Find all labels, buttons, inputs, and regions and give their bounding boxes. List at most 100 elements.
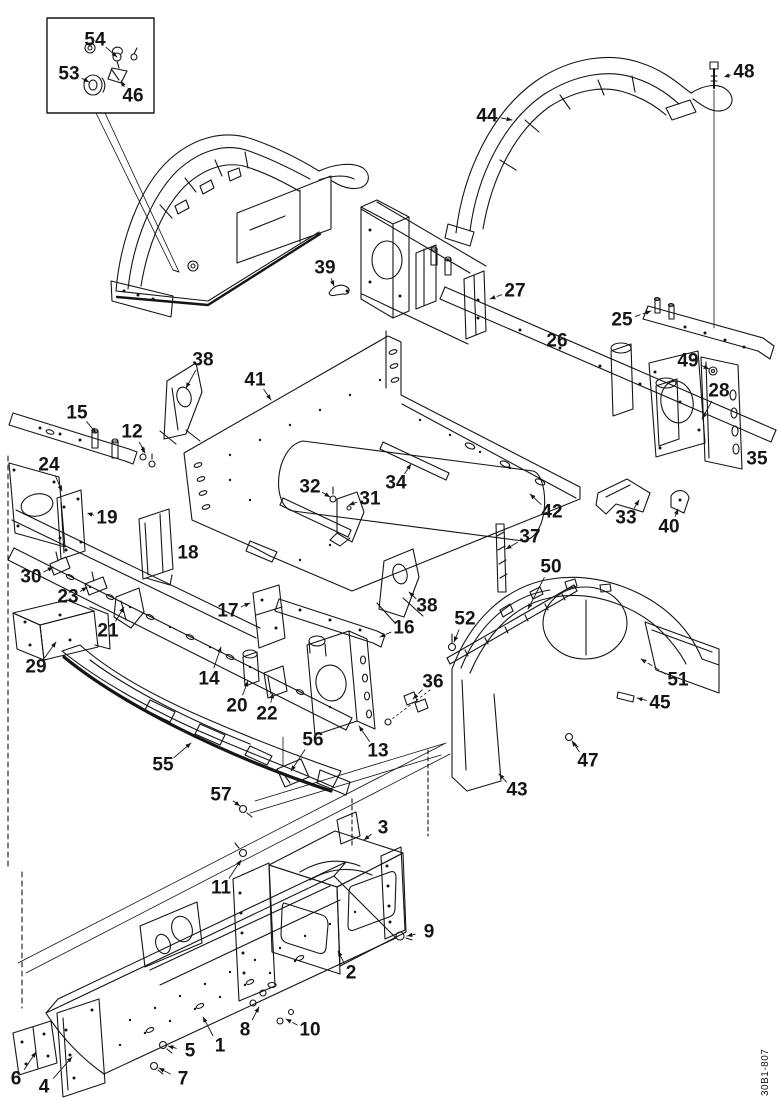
callout-number-27: 27 xyxy=(504,281,525,302)
callout-22: 22 xyxy=(256,692,278,725)
callout-number-42: 42 xyxy=(541,502,562,523)
callout-6: 6 xyxy=(11,1051,37,1090)
part-bolt-47 xyxy=(564,732,574,742)
part-block-20 xyxy=(242,649,260,687)
part-clip-40 xyxy=(670,490,690,514)
part-bolt-5 xyxy=(158,1040,173,1054)
leader-line-50 xyxy=(527,577,545,610)
callout-number-46: 46 xyxy=(122,86,143,107)
callout-number-50: 50 xyxy=(540,557,561,578)
leader-line-48 xyxy=(723,73,731,78)
callout-51: 51 xyxy=(640,658,689,691)
callout-29: 29 xyxy=(25,641,57,678)
callout-number-4: 4 xyxy=(39,1077,50,1098)
part-bolts-10 xyxy=(276,1017,284,1025)
callout-number-17: 17 xyxy=(217,601,238,622)
part-clip-23 xyxy=(84,576,108,596)
callout-23: 23 xyxy=(57,587,88,608)
callout-number-29: 29 xyxy=(25,657,46,678)
leader-line-12 xyxy=(138,441,146,454)
callout-number-11: 11 xyxy=(211,878,232,899)
leader-line-10 xyxy=(285,1018,298,1026)
callout-13: 13 xyxy=(358,725,389,762)
part-bolt-11 xyxy=(238,848,248,858)
part-support-2 xyxy=(232,749,429,1025)
callout-43: 43 xyxy=(498,773,528,801)
callout-17: 17 xyxy=(217,601,251,622)
part-rail-26 xyxy=(439,286,777,447)
callout-33: 33 xyxy=(615,499,640,529)
part-bolt-52 xyxy=(447,633,457,652)
callout-number-41: 41 xyxy=(244,370,266,391)
callout-number-38: 38 xyxy=(416,596,437,617)
callout-number-54: 54 xyxy=(84,30,106,51)
callout-layer: 5453464448392726254928353841151224191830… xyxy=(11,30,768,1098)
callout-41: 41 xyxy=(244,370,272,401)
callout-44: 44 xyxy=(476,106,513,127)
part-plate-13 xyxy=(306,630,376,736)
callout-number-45: 45 xyxy=(649,693,671,714)
callout-20: 20 xyxy=(226,680,249,717)
leader-line-28 xyxy=(701,400,713,420)
leader-line-22 xyxy=(269,692,274,703)
callout-number-32: 32 xyxy=(299,477,320,498)
callout-number-34: 34 xyxy=(385,473,407,494)
callout-number-7: 7 xyxy=(178,1069,189,1090)
callout-number-38: 38 xyxy=(192,350,213,371)
callout-19: 19 xyxy=(86,508,118,529)
callout-number-44: 44 xyxy=(476,106,498,127)
callout-number-2: 2 xyxy=(346,963,357,984)
leader-line-24 xyxy=(54,475,63,492)
callout-14: 14 xyxy=(198,646,222,690)
callout-number-28: 28 xyxy=(708,381,729,402)
callout-27: 27 xyxy=(489,281,526,302)
leader-line-36 xyxy=(412,689,423,700)
callout-3: 3 xyxy=(363,818,388,841)
callout-4: 4 xyxy=(39,1056,73,1098)
callout-45: 45 xyxy=(636,693,671,714)
part-beam-16 xyxy=(274,598,386,648)
leader-line-38 xyxy=(185,369,197,389)
callout-25: 25 xyxy=(611,310,652,331)
part-bolt-7 xyxy=(149,1061,164,1075)
callout-number-52: 52 xyxy=(454,609,475,630)
leader-line-2 xyxy=(337,950,345,964)
leader-line-34 xyxy=(404,463,412,475)
leader-line-54 xyxy=(105,46,118,58)
part-bolt-48 xyxy=(709,61,719,329)
leader-line-17 xyxy=(240,602,251,608)
leader-line-14 xyxy=(213,646,222,669)
part-strip-37 xyxy=(495,523,508,593)
callout-8: 8 xyxy=(240,1006,260,1041)
leader-line-42 xyxy=(529,493,542,505)
inset-hardware-box xyxy=(46,17,180,273)
callout-15: 15 xyxy=(66,403,97,434)
part-gusset-31 xyxy=(329,486,365,547)
leader-line-8 xyxy=(251,1006,260,1021)
callout-number-40: 40 xyxy=(658,517,679,538)
callout-55: 55 xyxy=(152,742,192,776)
leader-line-19 xyxy=(86,512,94,517)
callout-12: 12 xyxy=(121,422,146,454)
callout-number-22: 22 xyxy=(256,704,277,725)
leader-line-30 xyxy=(43,566,54,573)
leader-line-7 xyxy=(158,1067,171,1075)
part-clips-36 xyxy=(384,689,431,726)
leader-line-47 xyxy=(571,740,580,753)
callout-number-25: 25 xyxy=(611,310,633,331)
part-bolt-9 xyxy=(395,931,405,941)
leader-line-46 xyxy=(120,80,126,88)
leader-line-52 xyxy=(453,629,460,643)
callout-50: 50 xyxy=(527,557,562,610)
part-plate-28 xyxy=(648,350,706,458)
callout-number-51: 51 xyxy=(667,670,689,691)
callout-16: 16 xyxy=(379,618,415,639)
part-bracket-56 xyxy=(276,736,310,788)
leader-line-5 xyxy=(167,1045,177,1050)
callout-number-21: 21 xyxy=(97,621,119,642)
callout-number-15: 15 xyxy=(66,403,88,424)
callout-number-1: 1 xyxy=(215,1036,226,1057)
leader-line-40 xyxy=(673,508,679,517)
callout-57: 57 xyxy=(210,785,241,807)
